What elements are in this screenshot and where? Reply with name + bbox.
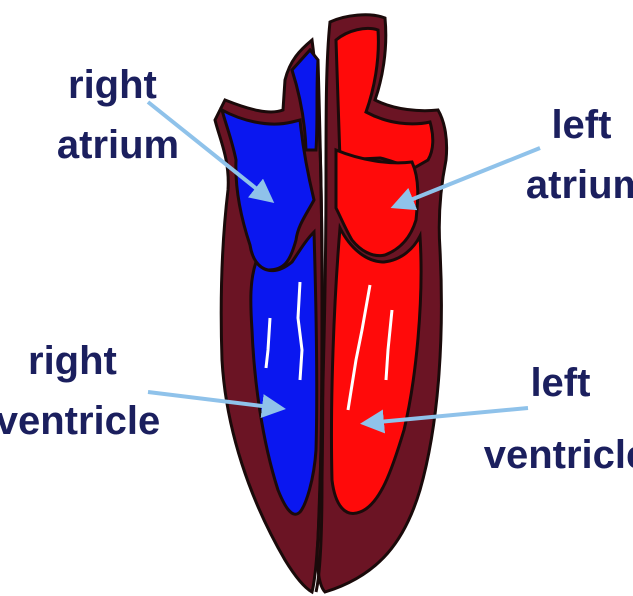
left-ventricle-label: left ventricle: [484, 361, 633, 477]
right-atrium-label-line1: right: [68, 63, 157, 107]
right-atrium-label-line2: atrium: [57, 123, 179, 167]
left-atrium-label-line1: left: [551, 103, 611, 147]
left-ventricle-label-line2: ventricle: [484, 433, 633, 477]
right-ventricle-label: right ventricle: [0, 339, 160, 443]
left-atrium-label-line2: atrium: [526, 163, 633, 207]
right-ventricle-label-line1: right: [28, 339, 117, 383]
left-atrium-label: left atrium: [526, 103, 633, 207]
right-ventricle-label-line2: ventricle: [0, 399, 160, 443]
right-atrium-label: right atrium: [57, 63, 179, 167]
left-ventricle-label-line1: left: [530, 361, 590, 405]
